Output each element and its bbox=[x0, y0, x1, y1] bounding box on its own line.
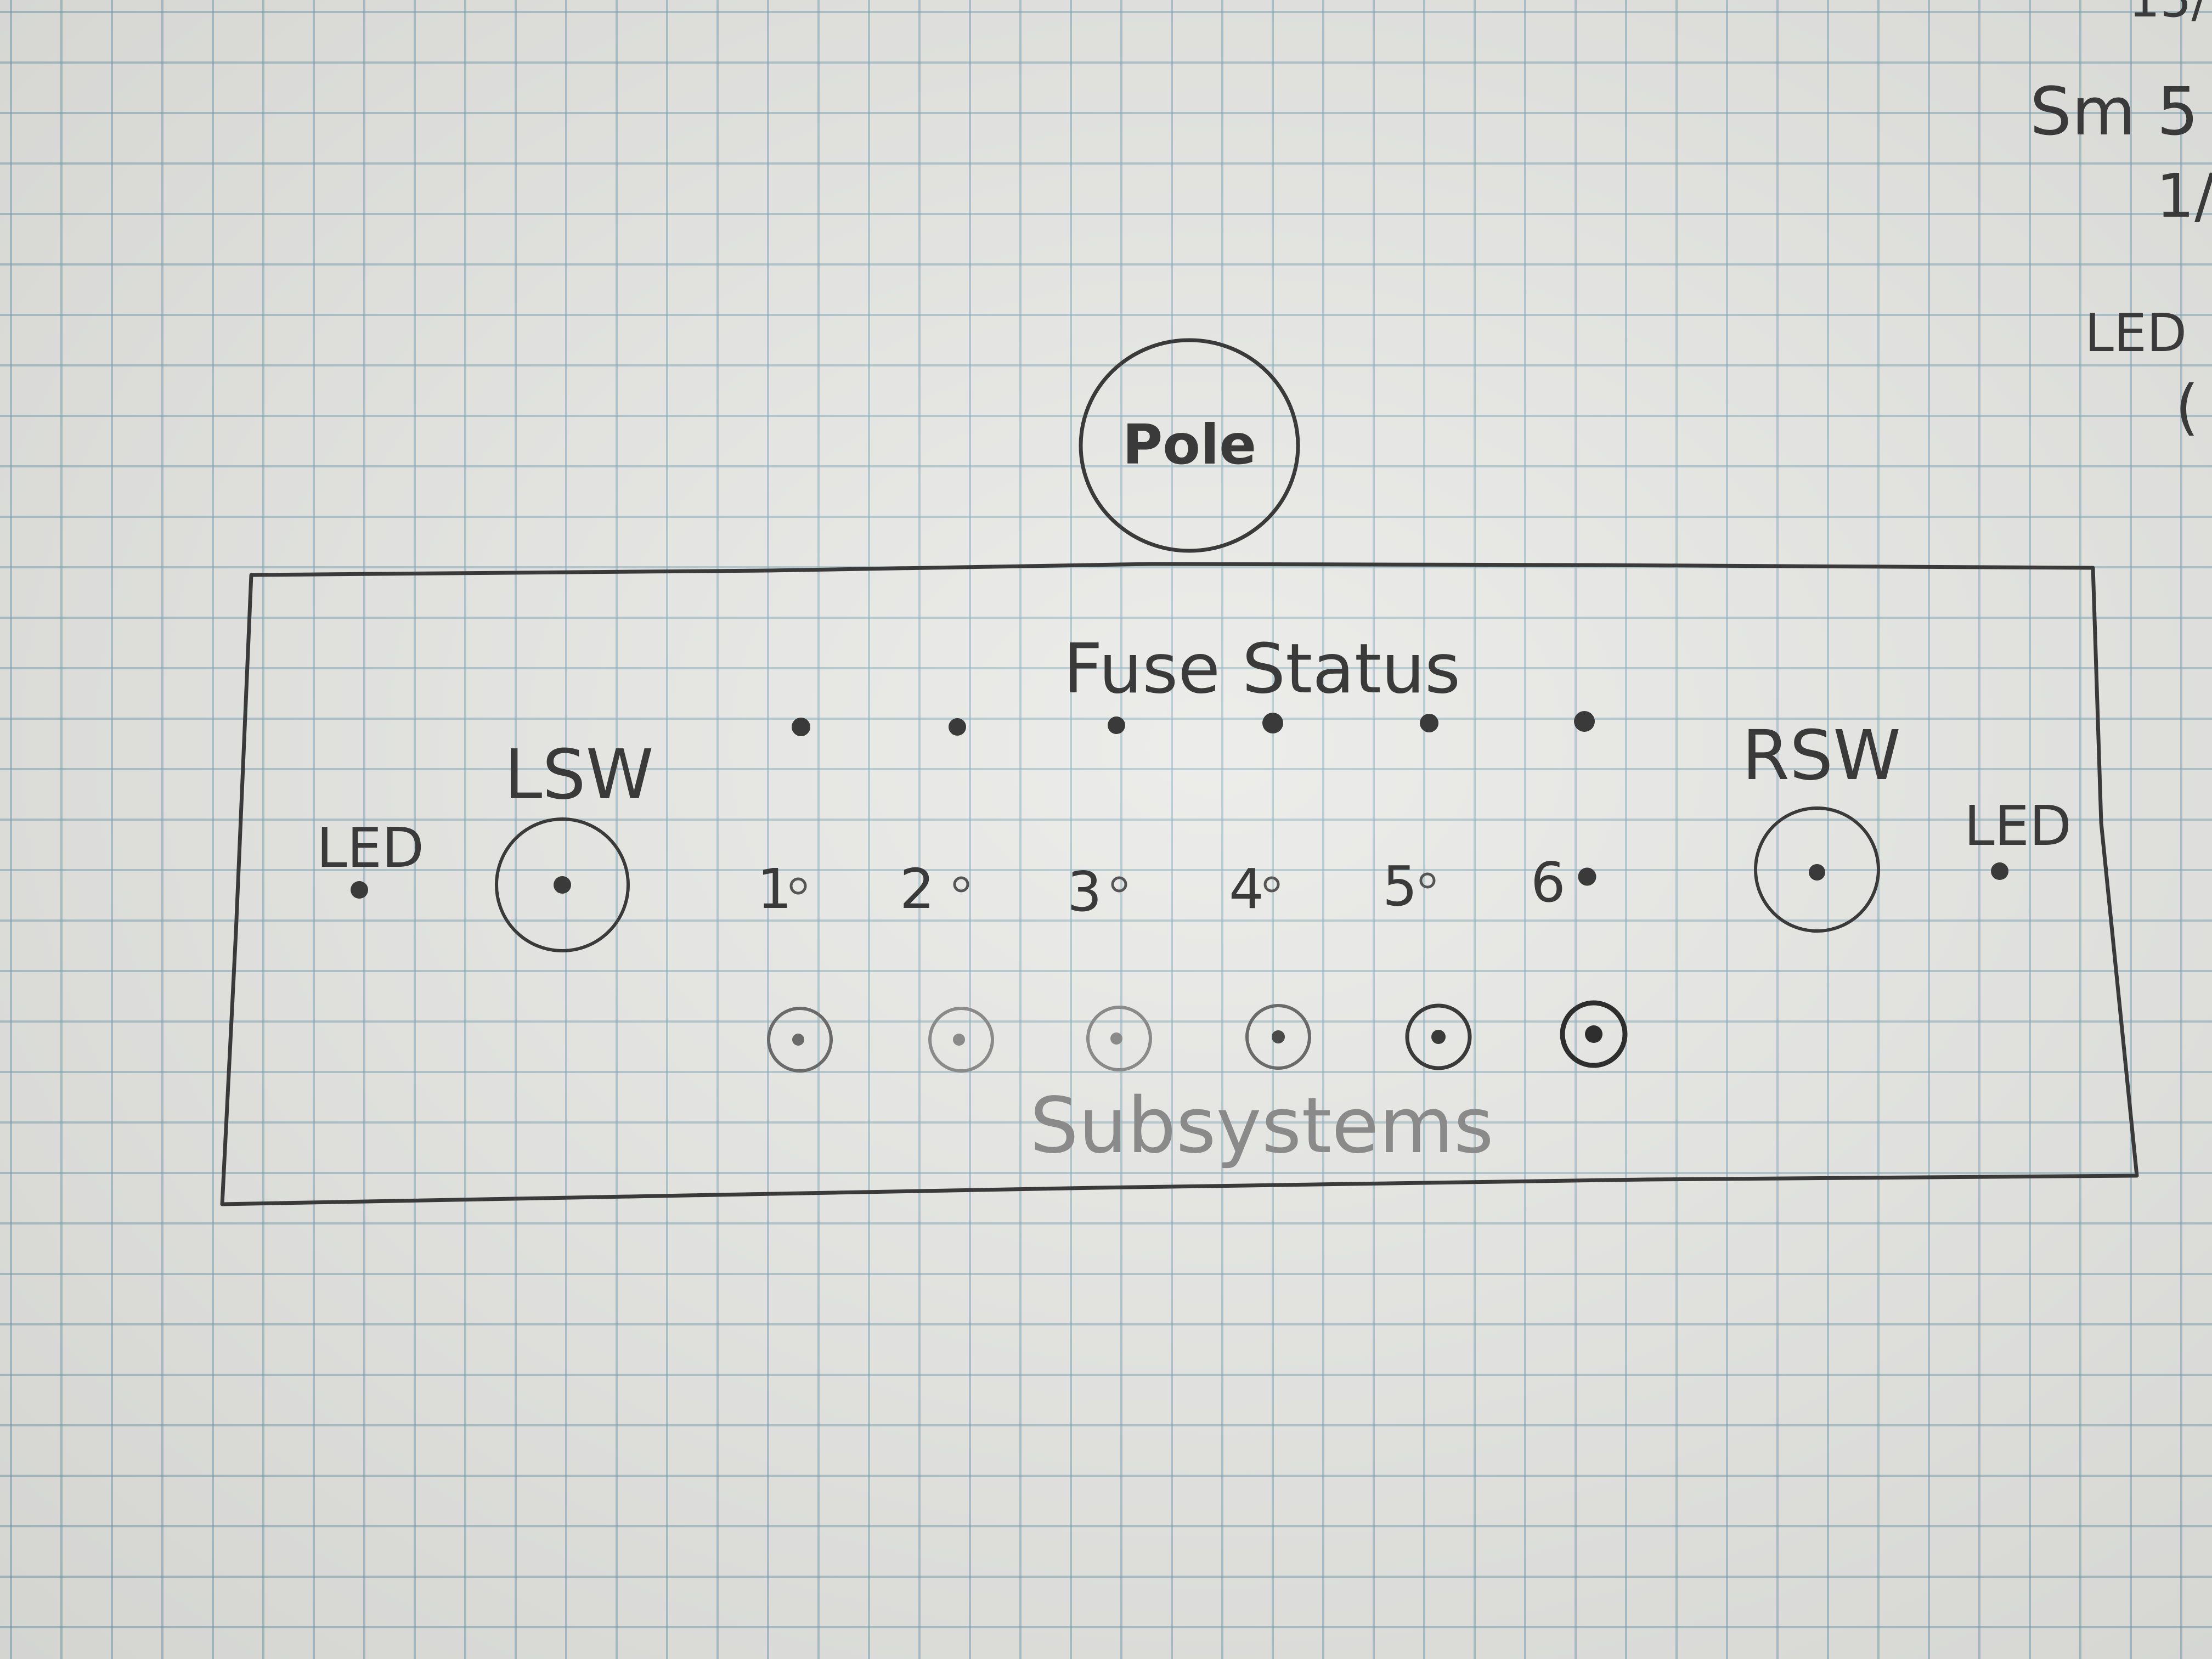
right-led bbox=[1991, 862, 2008, 880]
fuse-status-led-6 bbox=[1574, 711, 1595, 732]
fuse-status-led-3 bbox=[1108, 716, 1125, 734]
fuse-hole-3 bbox=[1111, 876, 1127, 893]
margin-note-3: 1/c bbox=[2156, 161, 2212, 231]
fuse-hole-4 bbox=[1263, 876, 1280, 893]
fuse-number-4: 4 bbox=[1229, 857, 1264, 921]
fuse-status-led-5 bbox=[1420, 714, 1438, 732]
fuse-status-led-4 bbox=[1262, 713, 1283, 733]
left-switch-center bbox=[554, 876, 571, 894]
left-led bbox=[351, 881, 368, 899]
fuse-number-2: 2 bbox=[900, 857, 935, 921]
fuse-status-led-1 bbox=[792, 718, 810, 736]
left-switch-label: LSW bbox=[504, 735, 654, 815]
panel-outline bbox=[220, 562, 2139, 1206]
fuse-status-led-2 bbox=[949, 718, 966, 736]
fuse-status-led-row bbox=[792, 711, 1595, 736]
left-led-label: LED bbox=[317, 816, 424, 880]
left-switch-circle bbox=[495, 817, 630, 952]
fuse-status-label: Fuse Status bbox=[1063, 629, 1460, 709]
margin-note-5: ( bbox=[2175, 372, 2199, 442]
right-led-label: LED bbox=[1964, 794, 2072, 858]
fuse-number-row: 1 2 3 4 5 6 bbox=[757, 850, 1596, 924]
subsystem-switch-5-dot bbox=[1431, 1030, 1446, 1044]
fuse-hole-1 bbox=[789, 877, 807, 895]
margin-note-1: 15/ bbox=[2129, 0, 2209, 29]
fuse-number-6: 6 bbox=[1531, 850, 1566, 915]
right-switch-circle bbox=[1754, 806, 1880, 933]
right-switch-center bbox=[1809, 864, 1825, 881]
fuse-hole-6 bbox=[1578, 867, 1596, 886]
subsystem-switch-6 bbox=[1560, 1000, 1628, 1068]
subsystem-switch-1-dot bbox=[792, 1034, 804, 1046]
right-switch-label: RSW bbox=[1742, 716, 1901, 795]
fuse-number-3: 3 bbox=[1067, 860, 1102, 924]
subsystem-switch-4-dot bbox=[1272, 1030, 1285, 1043]
subsystem-switch-6-dot bbox=[1585, 1025, 1602, 1043]
subsystem-switch-1 bbox=[767, 1007, 833, 1073]
fuse-number-1: 1 bbox=[757, 857, 792, 921]
subsystem-switch-3 bbox=[1086, 1006, 1152, 1071]
fuse-hole-2 bbox=[953, 876, 969, 893]
fuse-number-5: 5 bbox=[1383, 854, 1418, 918]
subsystem-switch-2 bbox=[928, 1007, 994, 1073]
margin-note-4: LED bbox=[2085, 303, 2187, 364]
subsystem-switch-5 bbox=[1405, 1003, 1472, 1070]
fuse-hole-5 bbox=[1419, 872, 1436, 889]
subsystem-switch-2-dot bbox=[953, 1034, 965, 1046]
pole-label: Pole bbox=[1122, 413, 1256, 477]
pole-circle bbox=[1079, 338, 1300, 553]
margin-note-2: Sm 5 bbox=[2030, 74, 2199, 150]
subsystems-label: Subsystems bbox=[1030, 1081, 1494, 1171]
subsystem-switch-4 bbox=[1245, 1004, 1311, 1070]
subsystem-switch-row bbox=[767, 1000, 1628, 1073]
subsystem-switch-3-dot bbox=[1110, 1032, 1122, 1045]
